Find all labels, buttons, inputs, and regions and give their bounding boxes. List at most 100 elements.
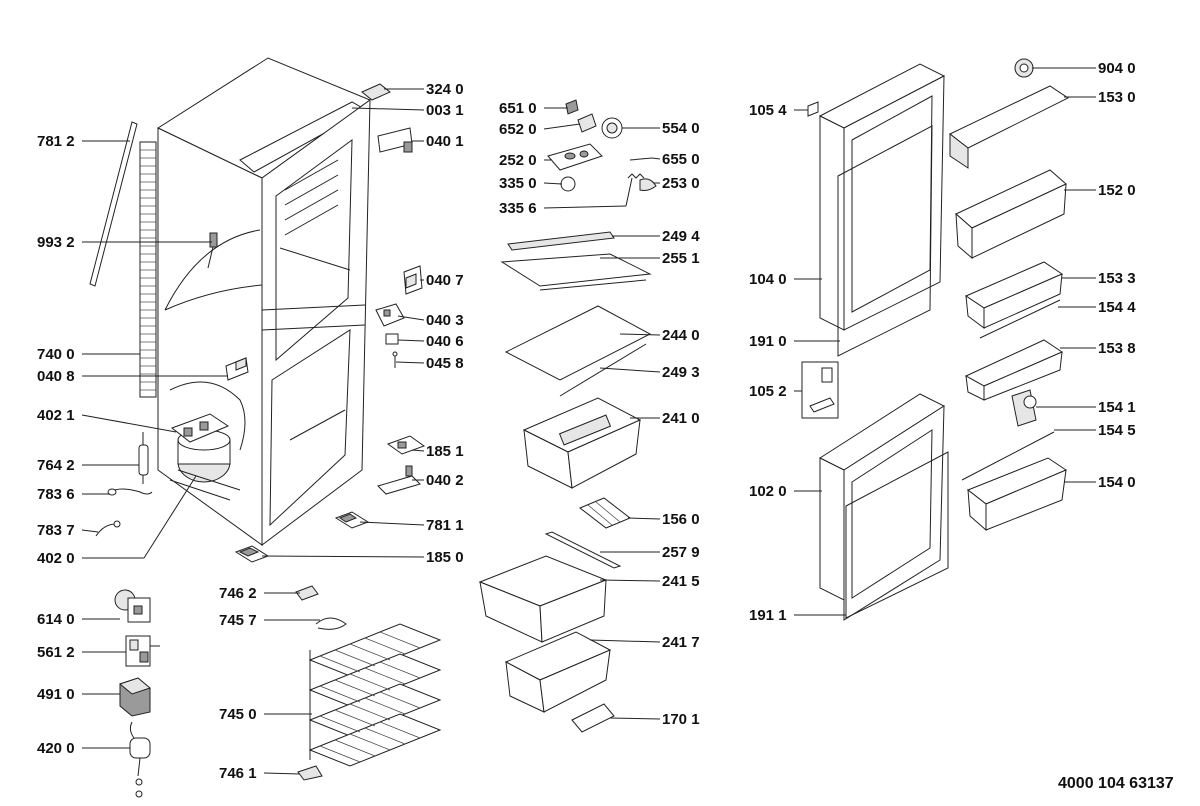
part-label: 105 4	[749, 102, 787, 119]
part-label: 152 0	[1098, 182, 1136, 199]
plate-1851-drawing	[386, 435, 426, 455]
part-label: 745 0	[219, 706, 257, 723]
drawing-code: 4000 104 63137	[1058, 775, 1174, 792]
flap-drawing	[571, 703, 615, 733]
ice-tray-drawing	[579, 497, 631, 529]
part-label: 252 0	[499, 152, 537, 169]
condenser-drawing	[139, 141, 157, 398]
clip-7461-drawing	[297, 765, 323, 781]
part-label: 241 0	[662, 410, 700, 427]
cabinet-drawing	[156, 57, 372, 546]
part-label: 249 4	[662, 228, 700, 245]
part-label: 324 0	[426, 81, 464, 98]
part-label: 040 6	[426, 333, 464, 350]
wire-shelves-drawing	[308, 623, 442, 767]
sensor-drawing	[207, 232, 218, 269]
part-label: 335 0	[499, 175, 537, 192]
part-label: 170 1	[662, 711, 700, 728]
part-label: 154 4	[1098, 299, 1136, 316]
part-label: 781 2	[37, 133, 75, 150]
part-label: 904 0	[1098, 60, 1136, 77]
hinge-0407-drawing	[403, 265, 423, 295]
part-label: 153 0	[1098, 89, 1136, 106]
part-label: 244 0	[662, 327, 700, 344]
part-label: 554 0	[662, 120, 700, 137]
capacitor-drawing	[129, 721, 151, 798]
side-rod-drawing	[89, 121, 138, 287]
part-labels: 781 2 993 2 740 0 040 8 402 1 764 2 783 …	[37, 60, 1136, 782]
crisper-2417-drawing	[504, 631, 612, 713]
part-label: 781 1	[426, 517, 464, 534]
hinge-0402-drawing	[377, 465, 421, 495]
part-label: 420 0	[37, 740, 75, 757]
part-label: 402 0	[37, 550, 75, 567]
part-label: 045 8	[426, 355, 464, 372]
rail-drawing	[544, 531, 622, 569]
hinge-0401-drawing	[377, 127, 413, 153]
cover-drawing	[118, 677, 152, 717]
drier-drawing	[138, 432, 149, 484]
part-label: 257 9	[662, 544, 700, 561]
part-label: 154 5	[1098, 422, 1136, 439]
bracket-0408-drawing	[225, 357, 249, 381]
plate-7811-drawing	[334, 511, 370, 529]
brackets-1052-drawing	[801, 361, 839, 419]
part-label: 655 0	[662, 151, 700, 168]
compressor-drawing	[169, 413, 241, 501]
part-label: 249 3	[662, 364, 700, 381]
part-label: 652 0	[499, 121, 537, 138]
part-label: 241 7	[662, 634, 700, 651]
top-cover-3240-drawing	[361, 83, 391, 101]
part-label: 040 7	[426, 272, 464, 289]
glass-shelf-lower-drawing	[504, 305, 652, 397]
pin-0458-drawing	[392, 351, 398, 368]
part-label: 993 2	[37, 234, 75, 251]
clip-7462-drawing	[295, 585, 319, 601]
crisper-2415-drawing	[478, 555, 608, 643]
part-label: 335 6	[499, 200, 537, 217]
part-label: 040 3	[426, 312, 464, 329]
part-label: 746 1	[219, 765, 257, 782]
door-bins-drawing	[949, 58, 1069, 532]
hinge-0403-drawing	[375, 303, 405, 327]
drawer-2410-drawing	[522, 397, 642, 489]
part-label: 156 0	[662, 511, 700, 528]
part-label: 040 1	[426, 133, 464, 150]
part-label: 491 0	[37, 686, 75, 703]
part-label: 040 2	[426, 472, 464, 489]
part-label: 185 0	[426, 549, 464, 566]
part-label: 783 7	[37, 522, 75, 539]
upper-door-drawing	[807, 63, 946, 357]
part-label: 191 0	[749, 333, 787, 350]
part-label: 154 0	[1098, 474, 1136, 491]
part-label: 783 6	[37, 486, 75, 503]
part-label: 561 2	[37, 644, 75, 661]
part-label: 105 2	[749, 383, 787, 400]
part-label: 241 5	[662, 573, 700, 590]
hose-7836-drawing	[107, 488, 153, 496]
lower-door-drawing	[818, 393, 949, 621]
hose-7837-drawing	[95, 520, 121, 537]
part-label: 253 0	[662, 175, 700, 192]
part-label: 185 1	[426, 443, 464, 460]
part-label: 255 1	[662, 250, 700, 267]
plate-1850-drawing	[234, 545, 270, 563]
part-label: 651 0	[499, 100, 537, 117]
thermostat-parts-drawing	[547, 99, 657, 192]
wire-7457-drawing	[315, 617, 347, 630]
part-label: 153 3	[1098, 270, 1136, 287]
part-label: 764 2	[37, 457, 75, 474]
part-label: 003 1	[426, 102, 464, 119]
starter-drawing	[125, 635, 160, 667]
part-label: 154 1	[1098, 399, 1136, 416]
part-label: 102 0	[749, 483, 787, 500]
part-label: 740 0	[37, 346, 75, 363]
part-label: 746 2	[219, 585, 257, 602]
part-label: 104 0	[749, 271, 787, 288]
relay-6140-drawing	[114, 589, 151, 623]
part-label: 614 0	[37, 611, 75, 628]
part-label: 040 8	[37, 368, 75, 385]
washer-0406-drawing	[385, 333, 399, 345]
part-label: 153 8	[1098, 340, 1136, 357]
